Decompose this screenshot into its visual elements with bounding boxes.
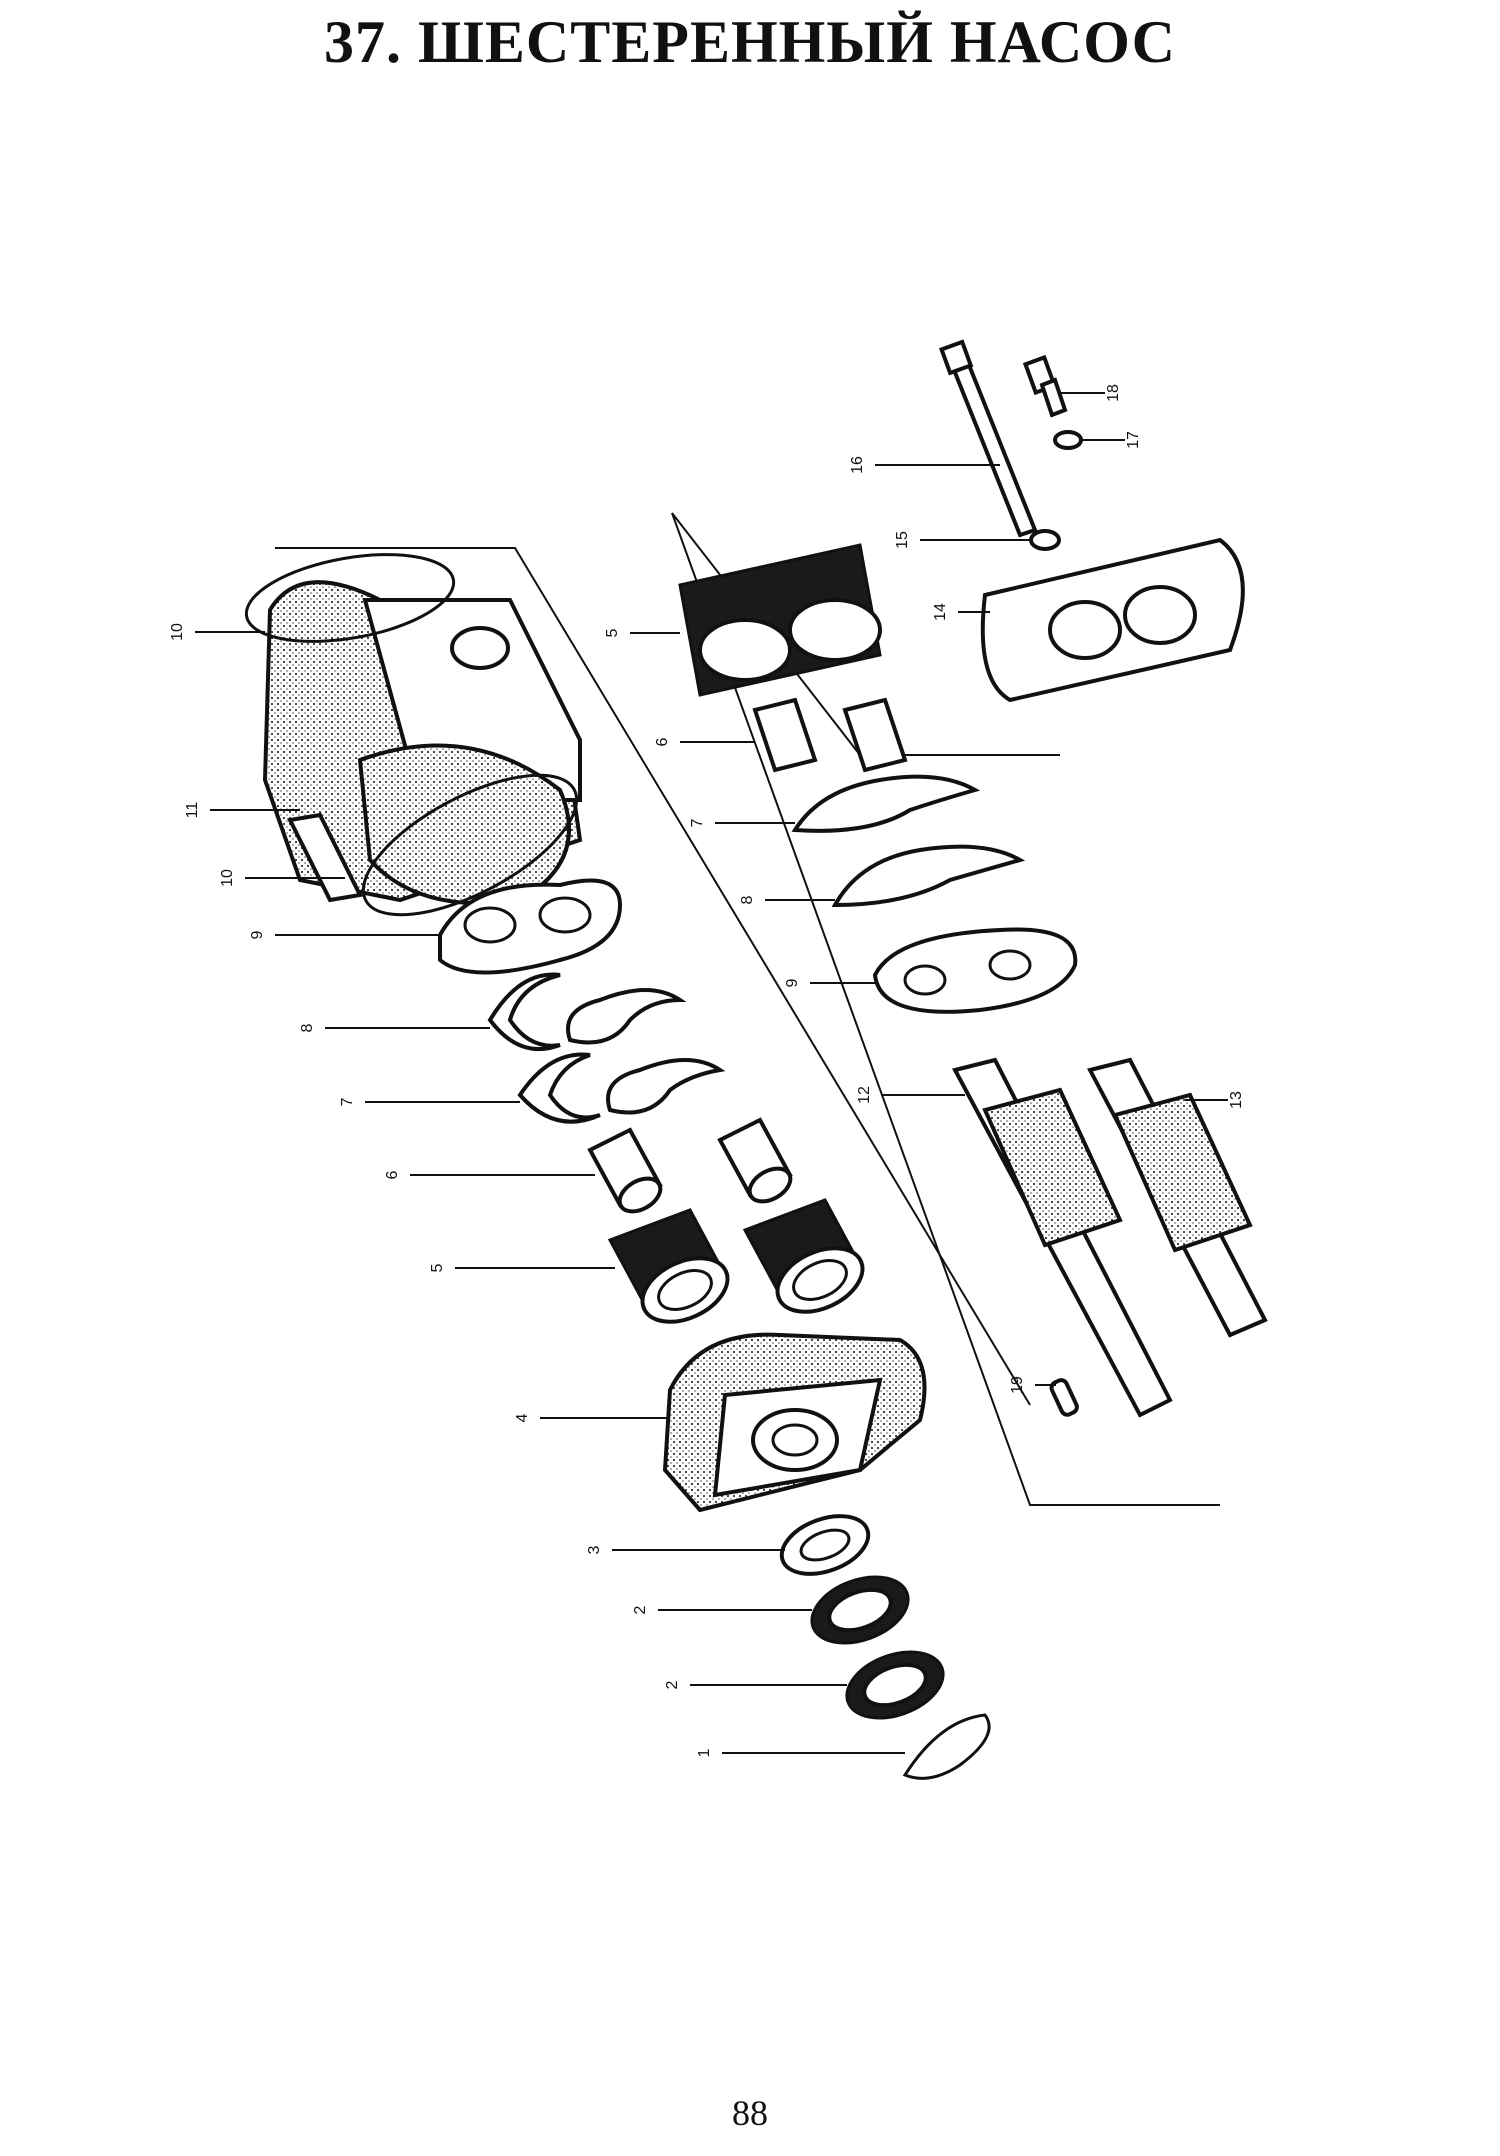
callout-2-a: 2 [632, 1605, 649, 1614]
bearing-5-right [678, 543, 882, 697]
side-plate-9-right [872, 927, 1078, 1014]
bushing-6-right [752, 697, 908, 773]
bushing-6-left-b [717, 1117, 793, 1204]
callout-2-b: 2 [664, 1680, 681, 1689]
callout-14: 14 [932, 603, 949, 621]
seal-8-left [487, 972, 687, 1052]
shaft-seal-2-b [845, 1650, 945, 1720]
seal-8-right [831, 844, 1026, 908]
seal-7-left [517, 1052, 726, 1124]
bearing-5-left-b [742, 1198, 865, 1314]
callout-10-bottom: 10 [219, 869, 236, 887]
callout-5-right: 5 [604, 628, 621, 637]
gear-shaft-12 [952, 1057, 1173, 1418]
callout-15: 15 [894, 531, 911, 549]
callout-labels: 10 11 10 9 8 7 6 5 4 3 2 2 1 5 6 7 [169, 384, 1245, 1757]
callout-8-right: 8 [739, 895, 756, 904]
washer-3 [779, 1514, 871, 1576]
pump-housing [262, 580, 583, 906]
callout-8-left: 8 [299, 1023, 316, 1032]
callout-6-right: 6 [654, 737, 671, 746]
page-number: 88 [732, 2093, 768, 2133]
callout-16: 16 [849, 456, 866, 474]
callout-6-left: 6 [384, 1170, 401, 1179]
callout-9-right: 9 [784, 978, 801, 987]
callout-9-left: 9 [249, 930, 266, 939]
callout-13: 13 [1228, 1091, 1245, 1109]
callout-11: 11 [184, 802, 201, 819]
callout-10-top: 10 [169, 623, 186, 641]
callout-17: 17 [1125, 431, 1142, 449]
callout-4: 4 [514, 1413, 531, 1422]
gear-shaft-13 [1087, 1057, 1268, 1338]
callout-19: 19 [1009, 1376, 1026, 1394]
washer-17 [1053, 430, 1083, 450]
key-19 [1049, 1378, 1079, 1417]
right-group-frame [671, 512, 1220, 1506]
page-title: 37. ШЕСТЕРЕННЫЙ НАСОС [324, 9, 1176, 75]
screw-18 [1022, 354, 1068, 418]
seal-7-right [791, 774, 981, 833]
washer-15 [1029, 529, 1061, 551]
callout-1: 1 [696, 1748, 713, 1757]
rear-cover-14 [980, 537, 1245, 703]
callout-12: 12 [856, 1086, 873, 1104]
bolt-16 [938, 339, 1038, 538]
snap-ring-1 [902, 1713, 991, 1780]
callout-7-left: 7 [339, 1097, 356, 1106]
bearing-5-left-a [607, 1208, 730, 1324]
callout-18: 18 [1105, 384, 1122, 402]
shaft-seal-2-a [810, 1575, 910, 1645]
o-ring-10-upper [244, 553, 456, 643]
callout-7-right: 7 [689, 818, 706, 827]
front-cover-4 [662, 1332, 927, 1513]
o-ring-10-lower [361, 773, 579, 917]
callout-3: 3 [586, 1545, 603, 1554]
bushing-6-left-a [587, 1127, 663, 1214]
left-group-frame [275, 547, 1031, 1406]
callout-5-left: 5 [429, 1263, 446, 1272]
side-plate-9-left [438, 878, 623, 975]
